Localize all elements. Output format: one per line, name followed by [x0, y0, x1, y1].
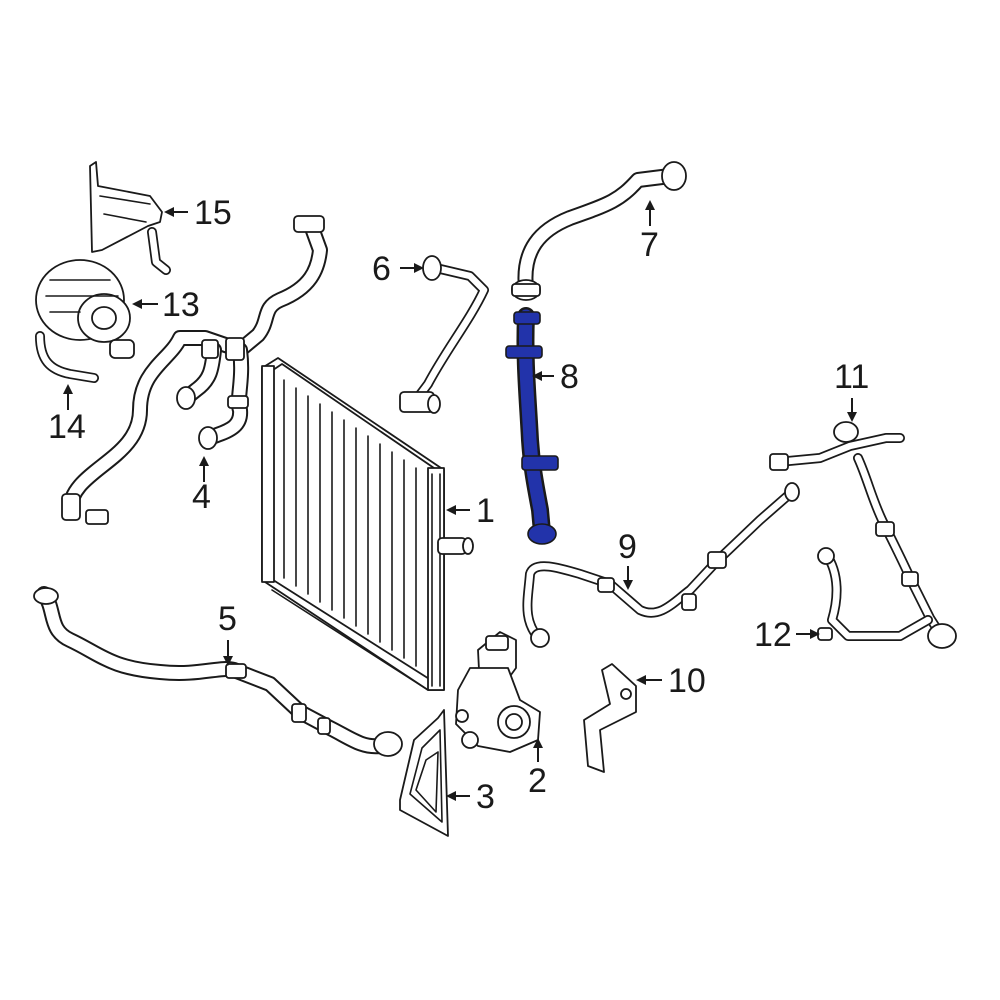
part-7-upper-hose[interactable] [511, 161, 687, 301]
callout-6: 6 [372, 250, 391, 288]
callout-13: 13 [162, 286, 200, 324]
part-1-radiator[interactable] [261, 357, 474, 691]
part-15-bracket[interactable] [89, 161, 171, 275]
callout-7: 7 [640, 226, 659, 264]
callout-15: 15 [194, 194, 232, 232]
callout-12: 12 [754, 616, 792, 654]
part-14-clamp[interactable] [35, 331, 99, 383]
part-10-bracket[interactable] [583, 663, 637, 773]
part-5-lower-hose[interactable] [33, 586, 403, 757]
part-8-coolant-hose[interactable] [505, 307, 559, 545]
part-12-small-hose[interactable] [817, 547, 933, 641]
callout-3: 3 [476, 778, 495, 816]
part-6-small-hose[interactable] [399, 255, 489, 414]
radiator-core [283, 379, 417, 667]
callout-9: 9 [618, 528, 637, 566]
callout-1: 1 [476, 492, 495, 530]
part-11-hose-assembly[interactable] [769, 421, 957, 649]
callout-2: 2 [528, 762, 547, 800]
callout-14: 14 [48, 408, 86, 446]
callout-labels: 1 2 3 4 5 6 7 8 9 10 11 12 13 14 15 [48, 194, 869, 816]
callout-5: 5 [218, 600, 237, 638]
callout-8: 8 [560, 358, 579, 396]
callout-arrows [63, 200, 857, 801]
callout-11: 11 [834, 358, 869, 396]
callout-10: 10 [668, 662, 706, 700]
part-2-valve[interactable] [455, 631, 541, 753]
part-4-hose-cluster[interactable] [61, 215, 328, 525]
part-13-aux-pump[interactable] [35, 259, 135, 359]
part-3-shield[interactable] [399, 709, 449, 837]
callout-4: 4 [192, 478, 211, 516]
part-9-hose[interactable] [522, 482, 800, 648]
